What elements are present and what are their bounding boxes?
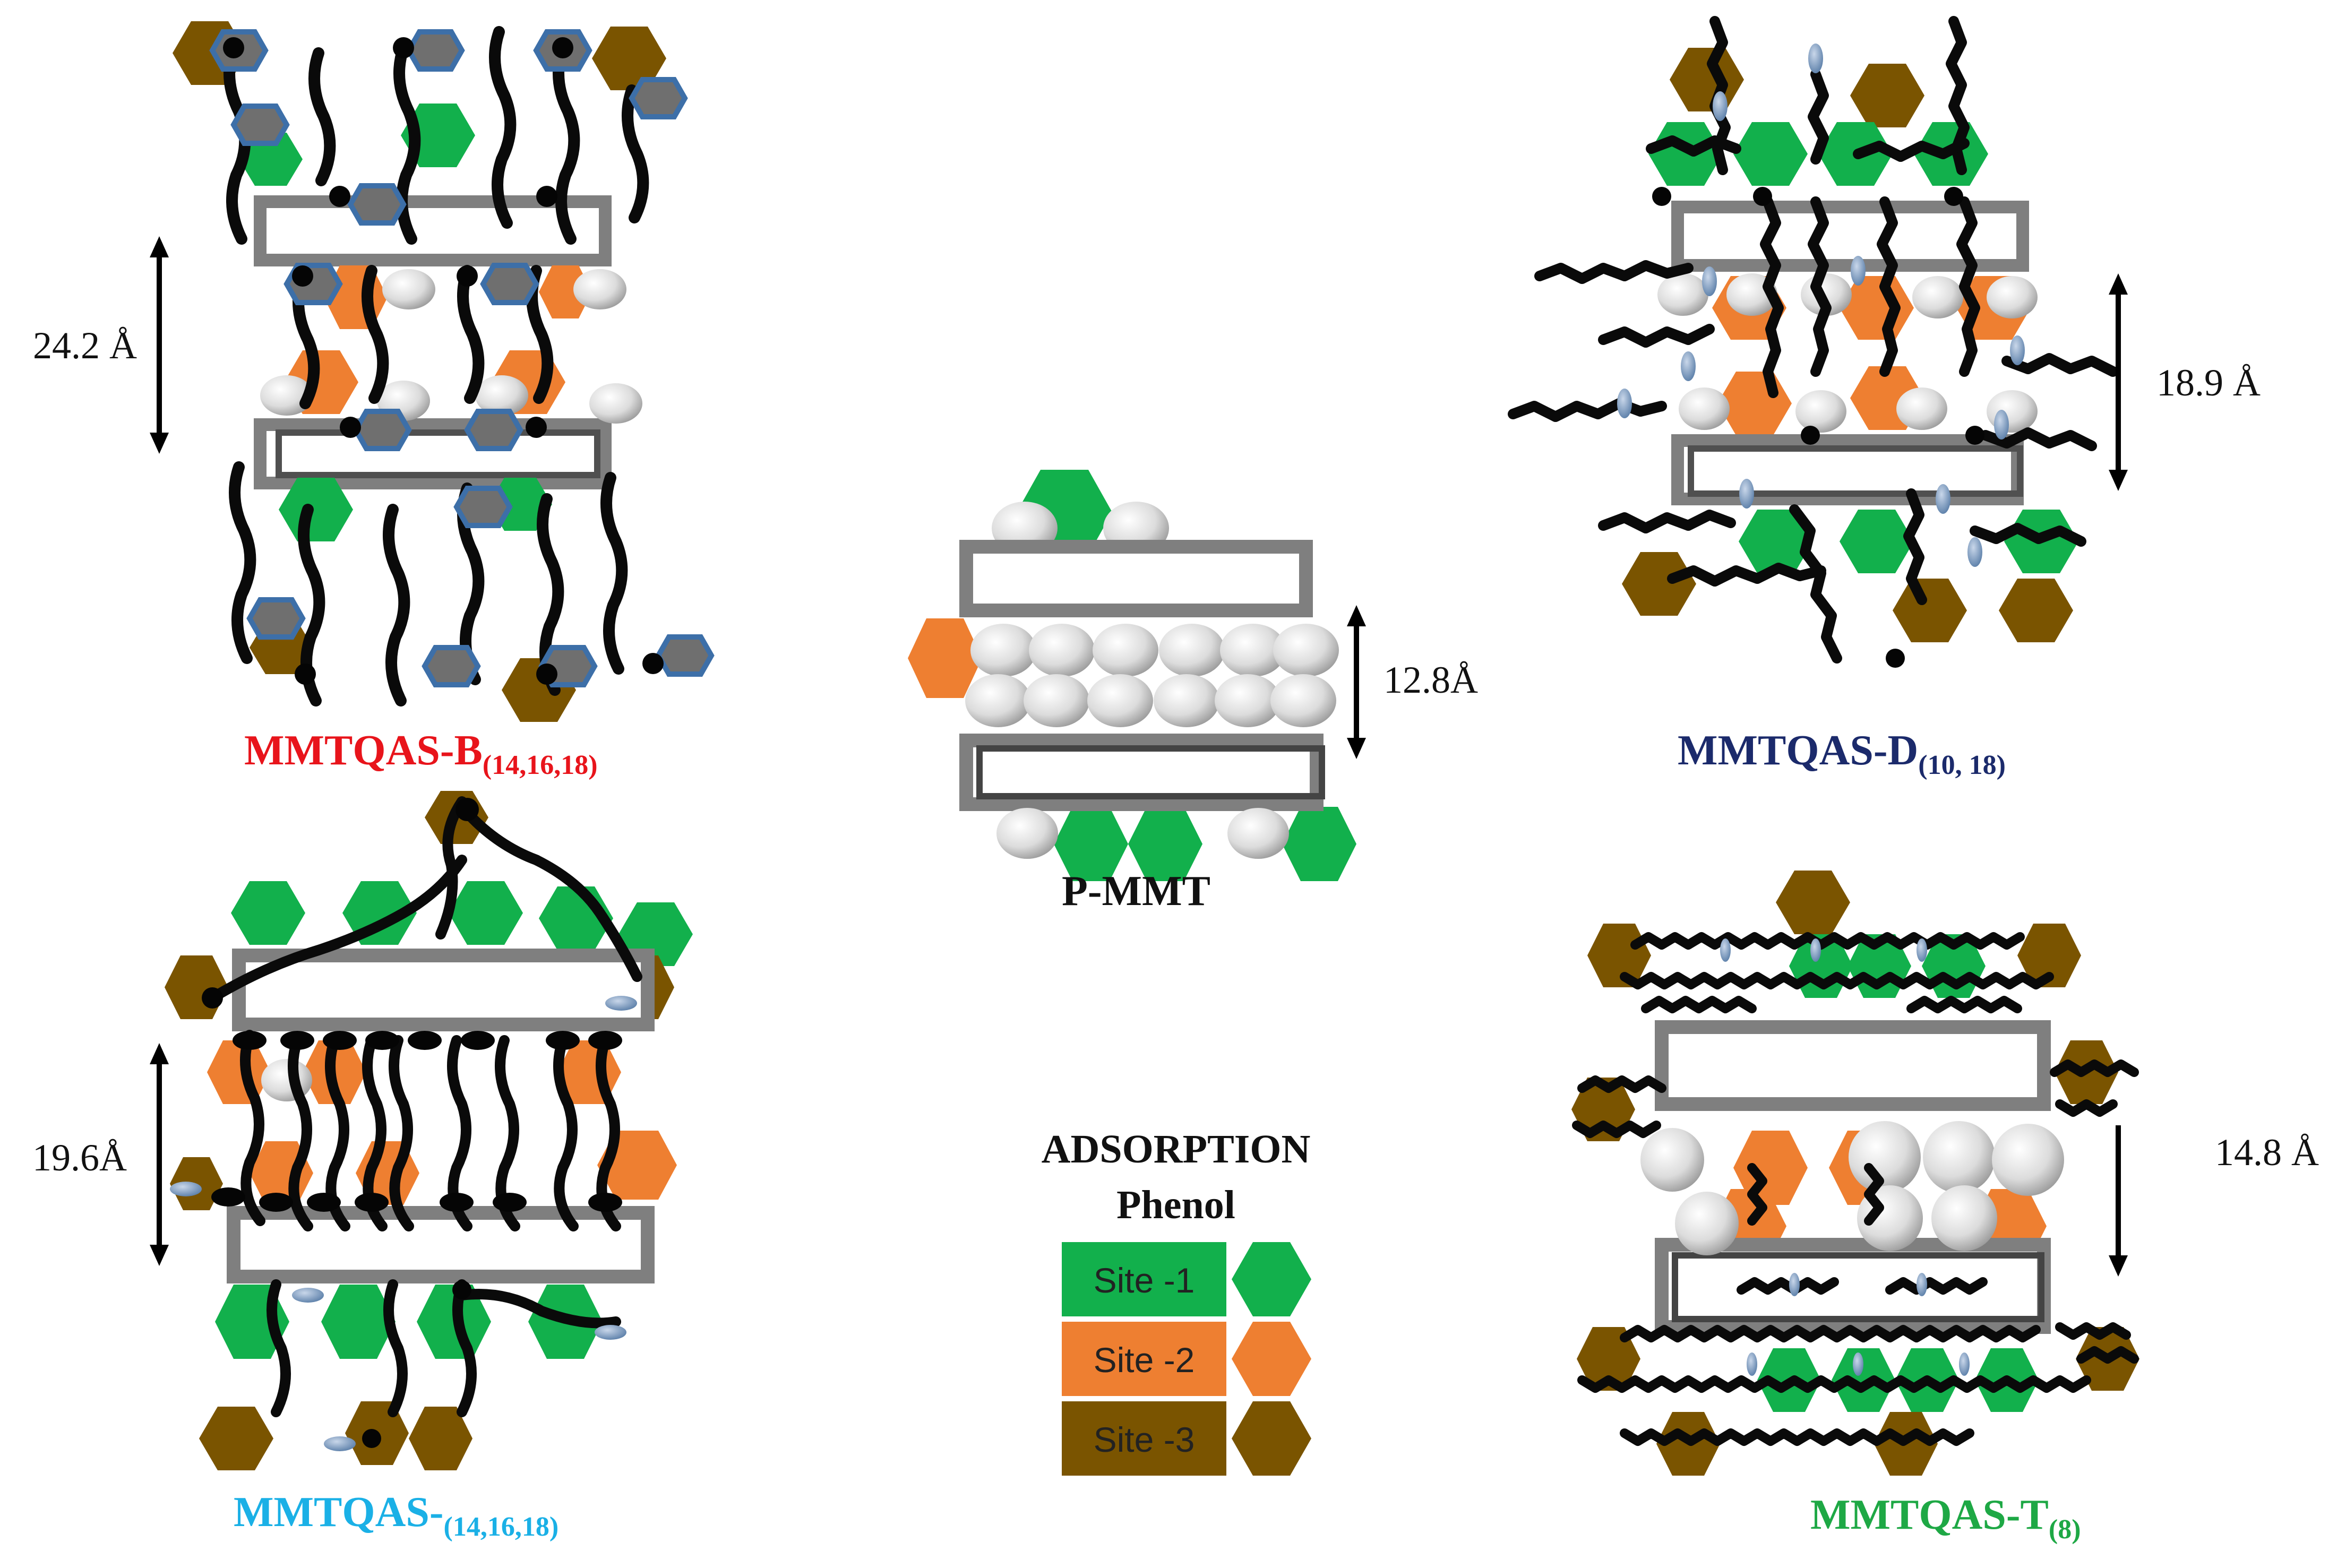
spacing-arrow-d xyxy=(2109,273,2128,491)
spacing-arrow-b xyxy=(150,236,169,454)
clay-layers xyxy=(254,195,612,489)
legend-hex-site-2 xyxy=(1232,1322,1311,1396)
label-mmtqas-d: MMTQAS-D(10, 18) xyxy=(1678,727,2006,780)
panel-mmtqas: 19.6Å MMTQAS-(14,16,18) xyxy=(32,791,693,1542)
legend-site-2: Site -2 xyxy=(1062,1322,1311,1396)
legend-hex-site-1 xyxy=(1232,1242,1311,1316)
panel-mmtqas-t: 14.8 Å MMTQAS-T(8) xyxy=(1571,871,2319,1545)
panel-mmtqas-b: 24.2 Å MMTQAS-B(14,16,18) xyxy=(33,21,715,780)
label-mmtqas-t: MMTQAS-T(8) xyxy=(1810,1492,2081,1545)
legend-hex-site-3 xyxy=(1232,1401,1311,1476)
label-subscript: (8) xyxy=(2049,1514,2081,1545)
legend-title: ADSORPTION xyxy=(1042,1127,1311,1171)
legend: ADSORPTION Phenol Site -1 Site -2 Site -… xyxy=(1042,1127,1311,1476)
legend-site-3: Site -3 xyxy=(1062,1401,1311,1476)
site-1-hexagons xyxy=(1648,122,2078,573)
site-1-hexagons xyxy=(215,881,693,1359)
label-p-mmt: P-MMT xyxy=(1062,868,1210,915)
basal-spacing-m: 19.6Å xyxy=(32,1136,127,1179)
ammonium-heads xyxy=(223,37,664,685)
ammonium-heads xyxy=(1617,44,2025,567)
ammonium-heads xyxy=(170,798,637,1451)
label-main: MMTQAS- xyxy=(234,1489,444,1536)
label-subscript: (10, 18) xyxy=(1918,750,2006,780)
surfactant-chains xyxy=(224,26,649,707)
basal-spacing-b: 24.2 Å xyxy=(33,324,137,367)
surfactant-chains xyxy=(207,796,642,1417)
legend-swatch-site-2 xyxy=(1062,1322,1226,1396)
label-subscript: (14,16,18) xyxy=(444,1512,559,1542)
water-spheres xyxy=(1640,1121,2064,1255)
panel-mmtqas-d: 18.9 Å MMTQAS-D(10, 18) xyxy=(1508,16,2261,780)
clay-layers xyxy=(1655,1020,2051,1334)
legend-label-site-2: Site -2 xyxy=(1094,1340,1195,1380)
legend-label-site-1: Site -1 xyxy=(1094,1261,1195,1300)
spacing-arrow-m xyxy=(150,1043,169,1266)
ammonium-heads xyxy=(1720,938,1970,1376)
label-mmtqas: MMTQAS-(14,16,18) xyxy=(234,1489,558,1542)
surfactant-chains xyxy=(1572,932,2139,1446)
label-main: MMTQAS-B xyxy=(244,727,483,774)
legend-label-site-3: Site -3 xyxy=(1094,1420,1195,1459)
water-spheres xyxy=(260,269,642,424)
legend-swatch-site-1 xyxy=(1062,1242,1226,1316)
clay-layers xyxy=(227,949,655,1283)
panel-p-mmt: 12.8Å P-MMT xyxy=(908,470,1478,915)
legend-site-1: Site -1 xyxy=(1062,1242,1311,1316)
basal-spacing-d: 18.9 Å xyxy=(2156,361,2261,404)
label-main: MMTQAS-T xyxy=(1810,1492,2049,1538)
water-spheres-bottom xyxy=(996,808,1289,859)
quaternary-nitrogen-dots xyxy=(1652,187,1984,668)
label-main: MMTQAS-D xyxy=(1678,727,1918,774)
legend-subtitle: Phenol xyxy=(1116,1183,1235,1227)
site-1-hexagons-bottom xyxy=(1054,807,1356,881)
clay-layers xyxy=(959,540,1325,811)
basal-spacing-t: 14.8 Å xyxy=(2215,1131,2319,1174)
basal-spacing-p: 12.8Å xyxy=(1383,659,1478,701)
water-spheres xyxy=(261,1059,312,1101)
spacing-arrow-t xyxy=(2109,1125,2128,1277)
label-mmtqas-b: MMTQAS-B(14,16,18) xyxy=(244,727,598,780)
site-2-hexagon xyxy=(908,618,982,698)
site-3-hexagons xyxy=(1622,48,2073,642)
label-subscript: (14,16,18) xyxy=(483,750,598,780)
legend-swatch-site-3 xyxy=(1062,1401,1226,1476)
site-3-hexagons xyxy=(1571,871,2139,1476)
water-spheres xyxy=(1657,273,2038,433)
spacing-arrow-p xyxy=(1347,605,1366,759)
water-spheres-interlayer xyxy=(965,624,1339,727)
